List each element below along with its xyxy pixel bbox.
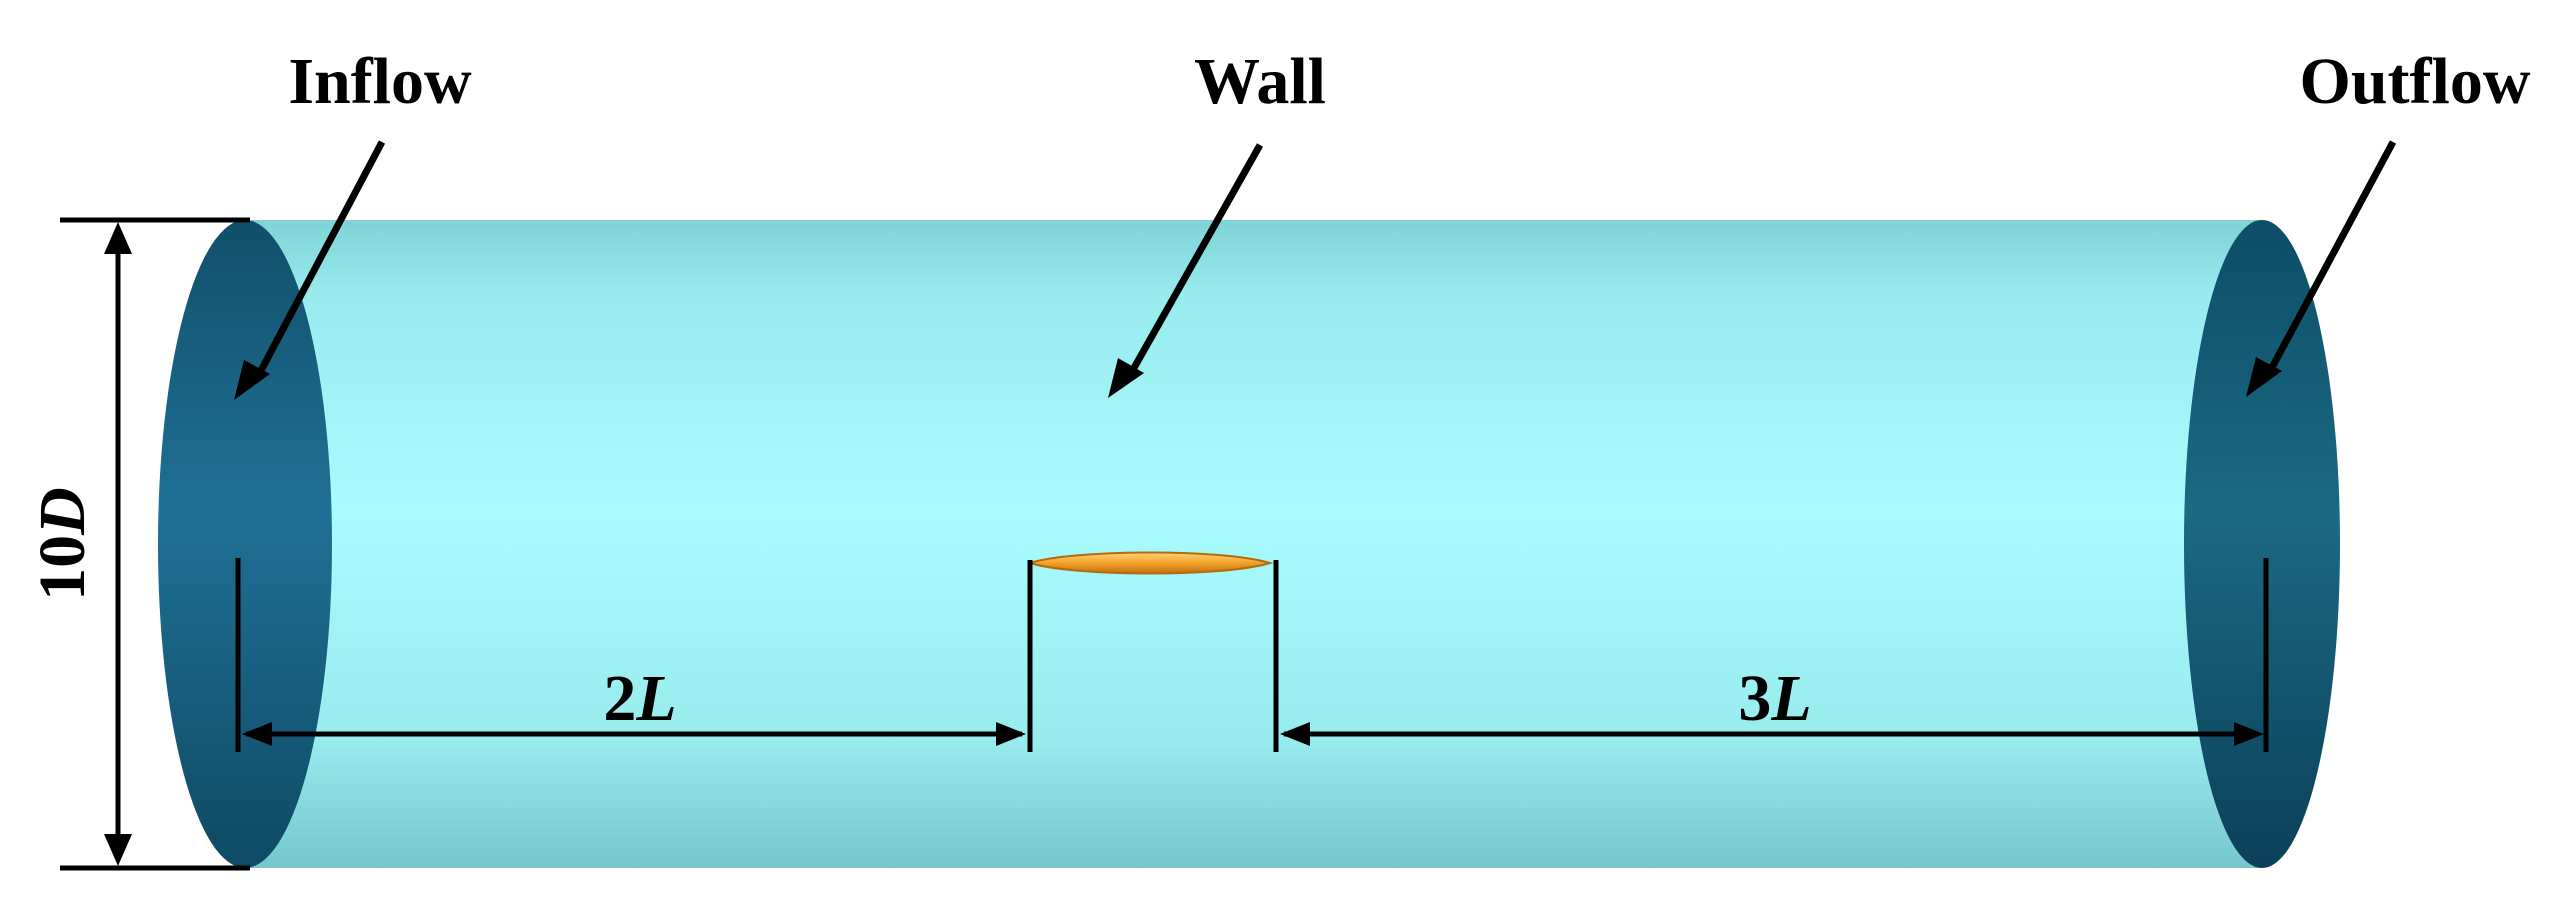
upstream-distance-dimension — [242, 722, 1026, 746]
upstream-distance-symbol: L — [635, 662, 676, 735]
wall-arrow — [1126, 143, 1264, 377]
wall-label: Wall — [1194, 45, 1326, 118]
diameter-number: 10 — [26, 535, 99, 601]
cylinder-body — [245, 220, 2340, 868]
downstream-distance-symbol: L — [1770, 662, 1811, 735]
outflow-label: Outflow — [2300, 45, 2531, 118]
downstream-distance-number: 3 — [1738, 662, 1771, 735]
diameter-symbol: D — [26, 487, 99, 536]
inlet-face — [158, 220, 332, 868]
downstream-distance-label: 3L — [1738, 662, 1811, 735]
slender-body-model — [1026, 551, 1274, 575]
upstream-distance-label: 2L — [603, 662, 676, 735]
outlet-face — [2184, 220, 2340, 868]
downstream-distance-dimension — [1280, 722, 2264, 746]
length-extension-lines — [235, 558, 2269, 752]
inflow-label: Inflow — [288, 45, 472, 118]
inflow-arrow — [252, 140, 386, 382]
callout-arrows — [234, 140, 2397, 400]
diameter-label: 10D — [26, 487, 99, 601]
outflow-arrow — [2264, 140, 2397, 377]
diameter-dimension — [60, 217, 250, 871]
upstream-distance-number: 2 — [603, 662, 636, 735]
